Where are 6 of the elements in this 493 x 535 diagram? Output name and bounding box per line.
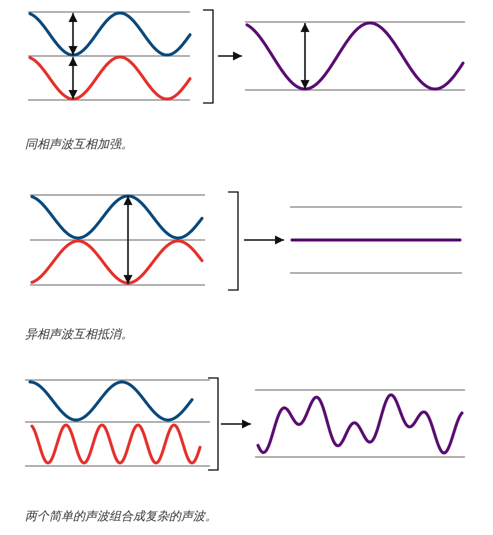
- caption: 异相声波互相抵消。: [25, 326, 133, 343]
- caption: 同相声波互相加强。: [25, 136, 133, 153]
- caption: 两个简单的声波组合成复杂的声波。: [25, 508, 217, 525]
- arrow: [244, 236, 284, 244]
- arrow: [218, 52, 242, 60]
- arrow: [221, 420, 251, 428]
